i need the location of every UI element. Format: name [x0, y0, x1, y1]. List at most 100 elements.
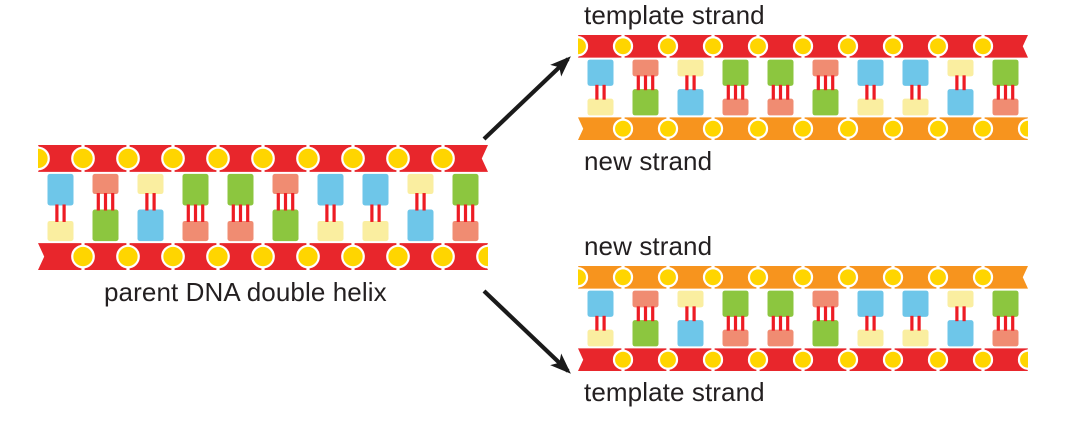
- base-block-bottom: [182, 220, 209, 242]
- phosphate-circle: [747, 118, 769, 139]
- hydrogen-bond-rung: [186, 204, 190, 222]
- base-pair: [857, 290, 884, 347]
- hydrogen-bond-rung: [325, 204, 329, 222]
- phosphate-circle: [882, 267, 904, 288]
- base-block-top: [992, 59, 1019, 86]
- phosphate-circle: [296, 244, 320, 269]
- phosphate-circle: [747, 267, 769, 288]
- hydrogen-bond-rung: [193, 204, 198, 222]
- phosphate-circle: [206, 146, 230, 171]
- hydrogen-bond-rung: [685, 75, 689, 91]
- phosphate-circle: [386, 146, 410, 171]
- base-block-bottom: [227, 220, 254, 242]
- base-block-bottom: [677, 320, 704, 347]
- base-block-top: [902, 290, 929, 317]
- hydrogen-bond-rung: [816, 75, 820, 91]
- hydrogen-bond-rung: [996, 315, 1000, 331]
- base-block-bottom: [812, 320, 839, 347]
- base-block-bottom: [47, 220, 74, 242]
- hydrogen-bond-rung: [823, 306, 828, 322]
- phosphate-circle: [161, 146, 185, 171]
- base-block-top: [812, 290, 839, 308]
- hydrogen-bond-rung: [872, 84, 876, 100]
- base-pair: [182, 173, 209, 242]
- base-block-bottom: [362, 220, 389, 242]
- hydrogen-bond-rung: [865, 315, 869, 331]
- base-block-top: [767, 290, 794, 317]
- phosphate-circle: [71, 146, 95, 171]
- hydrogen-bond-rung: [1003, 315, 1008, 331]
- hydrogen-bond-rung: [602, 315, 606, 331]
- hydrogen-bond-rung: [231, 204, 235, 222]
- parent-helix-label: parent DNA double helix: [104, 277, 387, 307]
- arrow-shaft: [482, 289, 570, 373]
- phosphate-circle: [792, 36, 814, 57]
- phosphate-circle: [657, 267, 679, 288]
- phosphate-circle: [972, 36, 994, 57]
- arrow-to-bottom-daughter: [478, 285, 578, 385]
- phosphate-circle: [38, 146, 50, 171]
- phosphate-circle: [882, 36, 904, 57]
- base-block-bottom: [317, 220, 344, 242]
- base-pair: [272, 173, 299, 242]
- arrow-head: [550, 56, 571, 77]
- base-block-top: [92, 173, 119, 195]
- phosphate-circle: [927, 349, 949, 370]
- base-block-top: [677, 59, 704, 77]
- backbone-top: [578, 35, 1028, 59]
- hydrogen-bond-rung: [283, 193, 288, 211]
- phosphate-circle: [206, 244, 230, 269]
- phosphate-circle: [657, 349, 679, 370]
- phosphate-circle: [702, 118, 724, 139]
- base-block-top: [47, 173, 74, 206]
- phosphate-circle: [702, 349, 724, 370]
- hydrogen-bond-rung: [872, 315, 876, 331]
- base-block-bottom: [812, 89, 839, 116]
- phosphate-circle: [657, 118, 679, 139]
- bottom-daughter-upper-label: new strand: [584, 231, 713, 261]
- hydrogen-bond-rung: [741, 84, 745, 100]
- phosphate-circle: [116, 244, 140, 269]
- hydrogen-bond-rung: [145, 193, 149, 211]
- hydrogen-bond-rung: [917, 315, 921, 331]
- base-block-top: [587, 59, 614, 86]
- hydrogen-bond-rung: [651, 75, 655, 91]
- base-block-bottom: [767, 329, 794, 347]
- hydrogen-bond-rung: [643, 306, 648, 322]
- phosphate-circle: [476, 244, 488, 269]
- hydrogen-bond-rung: [955, 306, 959, 322]
- phosphate-circle: [161, 244, 185, 269]
- base-pair: [677, 59, 704, 116]
- base-block-bottom: [947, 320, 974, 347]
- base-block-bottom: [677, 89, 704, 116]
- phosphate-circle: [657, 36, 679, 57]
- phosphate-circle: [972, 118, 994, 139]
- base-pair: [632, 290, 659, 347]
- base-pair: [902, 59, 929, 116]
- base-block-bottom: [902, 98, 929, 116]
- base-block-top: [272, 173, 299, 195]
- base-pair: [812, 290, 839, 347]
- phosphate-circle: [837, 118, 859, 139]
- base-pair: [587, 59, 614, 116]
- phosphate-circle: [792, 349, 814, 370]
- hydrogen-bond-rung: [831, 75, 835, 91]
- base-block-bottom: [767, 98, 794, 116]
- base-block-bottom: [632, 320, 659, 347]
- hydrogen-bond-rung: [962, 75, 966, 91]
- base-block-top: [902, 59, 929, 86]
- arrow-head: [550, 353, 571, 374]
- hydrogen-bond-rung: [865, 84, 869, 100]
- base-pair: [92, 173, 119, 242]
- base-pair: [857, 59, 884, 116]
- base-block-top: [992, 290, 1019, 317]
- base-pair: [722, 290, 749, 347]
- backbone-top: [578, 266, 1028, 290]
- phosphate-circle: [972, 349, 994, 370]
- hydrogen-bond-rung: [741, 315, 745, 331]
- base-block-top: [812, 59, 839, 77]
- base-block-top: [317, 173, 344, 206]
- hydrogen-bond-rung: [692, 75, 696, 91]
- phosphate-circle: [792, 267, 814, 288]
- hydrogen-bond-rung: [55, 204, 59, 222]
